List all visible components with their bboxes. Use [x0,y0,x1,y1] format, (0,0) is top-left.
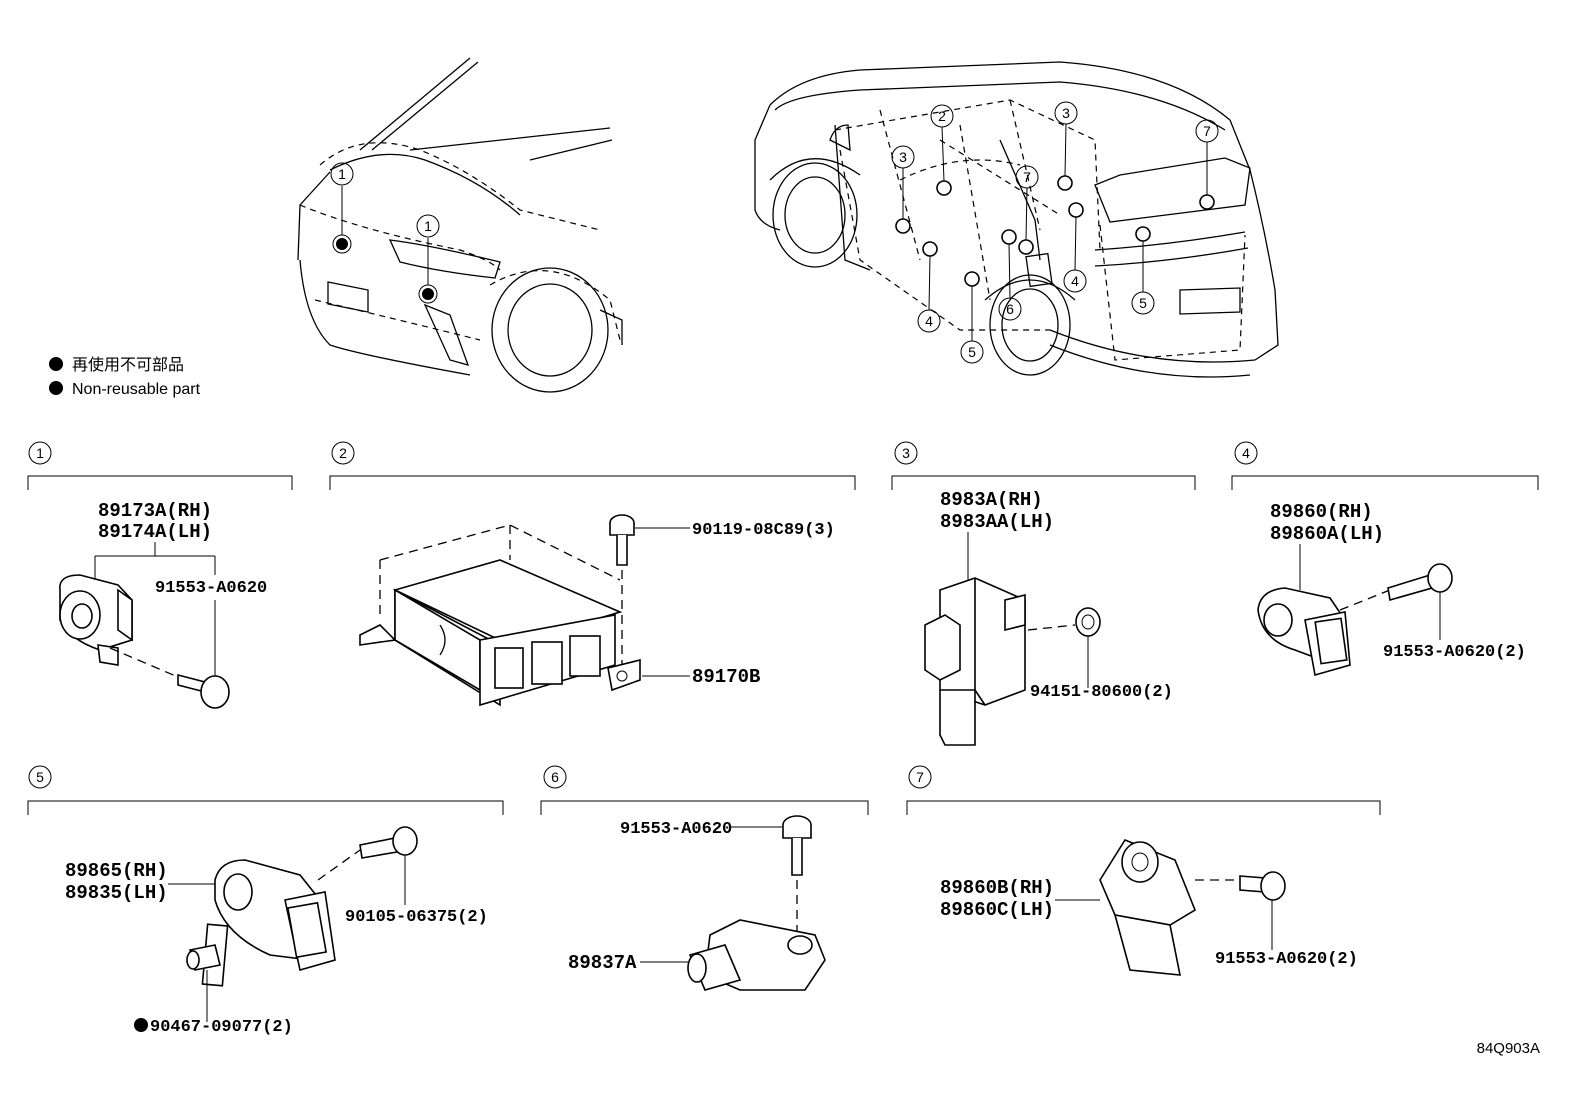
svg-text:1: 1 [424,218,432,234]
section-number: 5 [36,769,44,785]
section-number: 6 [551,769,559,785]
rear-callout-3a: 3 [891,145,915,169]
nut [1075,607,1101,637]
svg-text:5: 5 [968,344,976,360]
front-callout-1a: 1 [330,162,354,186]
side-sensor [687,919,826,991]
svg-text:7: 7 [1023,169,1031,185]
rear-callout-4a: 4 [917,309,941,333]
svg-text:5: 5 [1139,295,1147,311]
rear-callout-4b: 4 [1063,269,1087,293]
part-number: 89170B [692,666,760,688]
clip [186,923,229,987]
bolt [1239,871,1286,901]
svg-text:4: 4 [925,313,933,329]
part-number: 89860B(RH) [940,877,1054,899]
part-number: 90467-09077(2) [150,1018,293,1037]
svg-text:2: 2 [938,108,946,124]
part-number: 94151-80600(2) [1030,683,1173,702]
part-number: 8983AA(LH) [940,511,1054,533]
section-number: 7 [916,769,924,785]
part-number: 89174A(LH) [98,521,212,543]
rear-callout-5a: 5 [960,340,984,364]
part-number: 89860A(LH) [1270,523,1384,545]
bolt [359,826,418,859]
svg-text:1: 1 [338,166,346,182]
rear-callout-2: 2 [930,104,954,128]
upper-side-sensor [1099,839,1196,976]
part-number: 89860(RH) [1270,501,1373,523]
rear-side-sensor [1257,587,1351,677]
non-reusable-dot-icon [49,381,63,395]
bolt [1387,563,1453,602]
rear-callout-3b: 3 [1054,101,1078,125]
section-number: 4 [1242,445,1250,461]
part-number: 91553-A0620(2) [1383,643,1526,662]
bolt [177,673,230,709]
rear-callout-6: 6 [998,297,1022,321]
section-number: 1 [36,445,44,461]
non-reusable-dot-icon [49,357,63,371]
front-impact-sensor [59,574,133,666]
section-number: 2 [339,445,347,461]
section-7: 7 89860B(RH) 89860C(LH) 91553-A0620(2) [906,765,1381,976]
svg-text:4: 4 [1071,273,1079,289]
part-number: 90105-06375(2) [345,908,488,927]
figure-code: 84Q903A [1477,1040,1540,1057]
front-vehicle-view: 1 1 [297,57,623,393]
side-impact-sensor [924,577,1026,746]
section-5: 5 89865(RH) 89835(LH) 90467-09077(2) 901… [27,765,504,1037]
part-number: 89173A(RH) [98,500,212,522]
legend-ja: 再使用不可部品 [72,356,184,374]
section-3: 3 8983A(RH) 8983AA(LH) 94151-80600(2) [891,441,1196,746]
part-number: 89860C(LH) [940,899,1054,921]
section-4: 4 89860(RH) 89860A(LH) 91553-A0620(2) [1231,441,1539,677]
svg-text:7: 7 [1203,123,1211,139]
legend-en: Non-reusable part [72,381,201,398]
part-number: 91553-A0620 [620,820,732,839]
part-number: 89837A [568,952,637,974]
part-number: 89835(LH) [65,882,168,904]
bolt [782,815,812,876]
airbag-ecu [359,559,641,707]
section-number: 3 [902,445,910,461]
svg-text:6: 6 [1006,301,1014,317]
non-reusable-dot-icon [134,1018,148,1032]
svg-text:3: 3 [1062,105,1070,121]
rear-vehicle-view: 2 3 4 5 6 7 3 4 [754,61,1279,378]
rear-impact-sensor [214,859,336,972]
part-number: 91553-A0620(2) [1215,950,1358,969]
svg-text:3: 3 [899,149,907,165]
bolt [609,514,635,566]
rear-callout-7a: 7 [1015,165,1039,189]
part-number: 90119-08C89(3) [692,521,835,540]
part-number: 8983A(RH) [940,489,1043,511]
part-number: 89865(RH) [65,860,168,882]
section-6: 6 91553-A0620 89837A [540,765,869,991]
section-1: 1 89173A(RH) 89174A(LH) 91553-A0620 [27,441,293,709]
rear-callout-7b: 7 [1195,119,1219,143]
rear-callout-5b: 5 [1131,291,1155,315]
front-callout-1b: 1 [416,214,440,238]
part-number: 91553-A0620 [155,579,267,598]
legend: 再使用不可部品 Non-reusable part [49,356,201,398]
section-2: 2 90119-08C89(3) 89170B [329,441,856,707]
